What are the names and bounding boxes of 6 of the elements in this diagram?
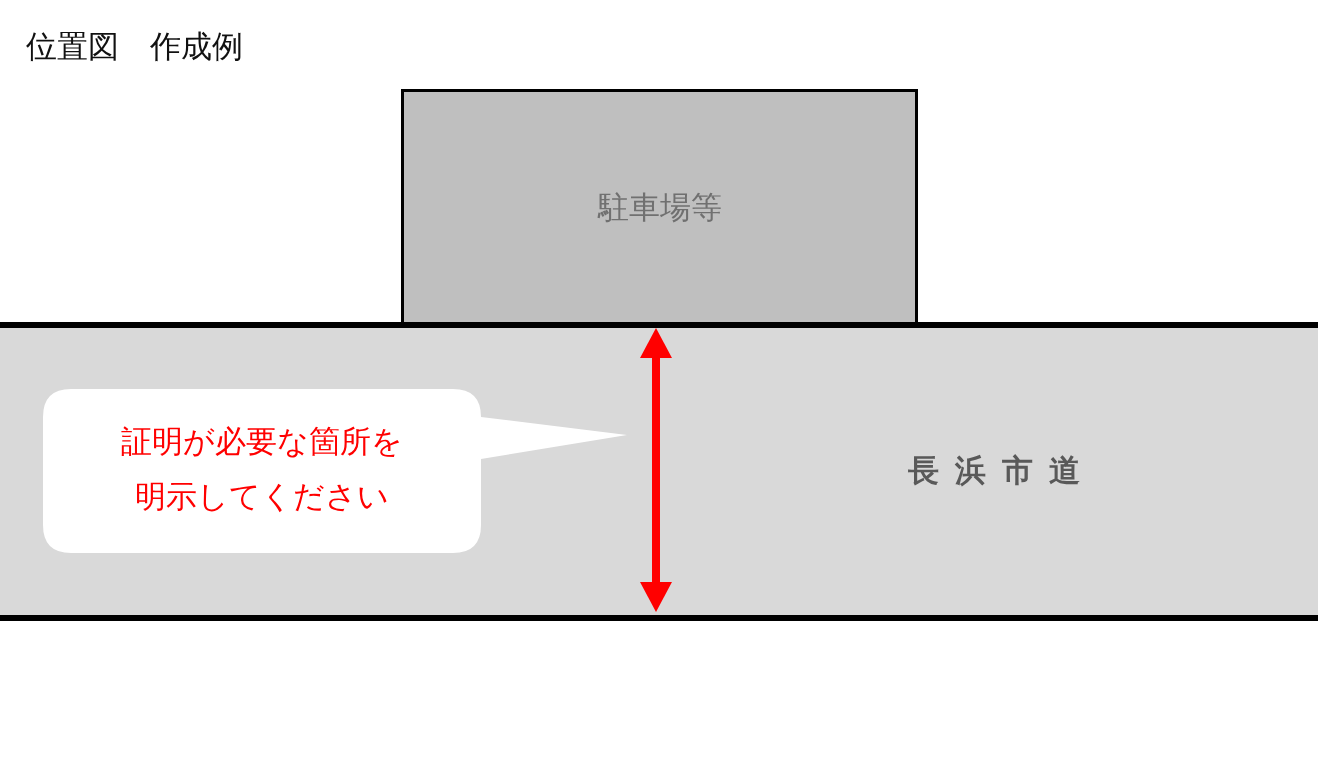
page-title: 位置図 作成例 xyxy=(26,28,243,64)
road-band xyxy=(0,322,1318,621)
callout-text: 証明が必要な箇所を明示してください xyxy=(120,422,404,516)
parking-lot xyxy=(401,89,918,322)
area-label: 駐車場等 xyxy=(597,188,722,226)
road-name: 長浜市道 xyxy=(908,451,1096,489)
